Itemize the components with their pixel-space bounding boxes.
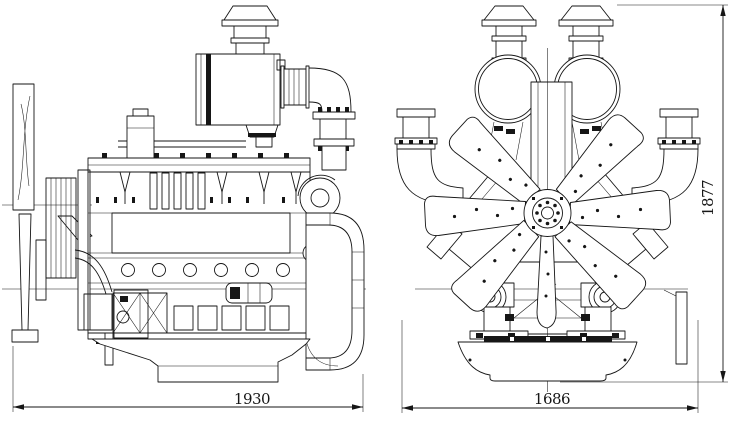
fan-blade-down: [536, 235, 557, 329]
fan-hub: [523, 189, 572, 237]
flywheel-housing: [305, 212, 365, 371]
bottom-rail-front: [484, 336, 612, 342]
width-dimension-text: 1686: [534, 390, 570, 408]
front-view: 1686 1877: [394, 4, 728, 413]
valve-train: [118, 108, 302, 210]
engine-block: [87, 153, 311, 344]
front-accessory-group: [35, 169, 149, 366]
intake-elbow: [280, 65, 356, 171]
cooling-fan: [424, 109, 671, 329]
length-dimension-text: 1930: [234, 390, 270, 408]
rain-cap: [223, 5, 277, 21]
dimension-length: 1930: [12, 346, 364, 412]
starter-motor: [225, 282, 273, 304]
side-guard-strip: [663, 289, 688, 365]
oil-pan: [91, 338, 311, 383]
dimension-width: 1686: [401, 320, 699, 413]
height-dimension-text: 1877: [699, 180, 717, 216]
oil-pan-front: [457, 341, 638, 382]
air-cleaner: [195, 5, 356, 171]
side-cover: [111, 212, 291, 254]
side-view: 1930: [2, 5, 366, 412]
dimension-height: 1877: [560, 4, 728, 383]
